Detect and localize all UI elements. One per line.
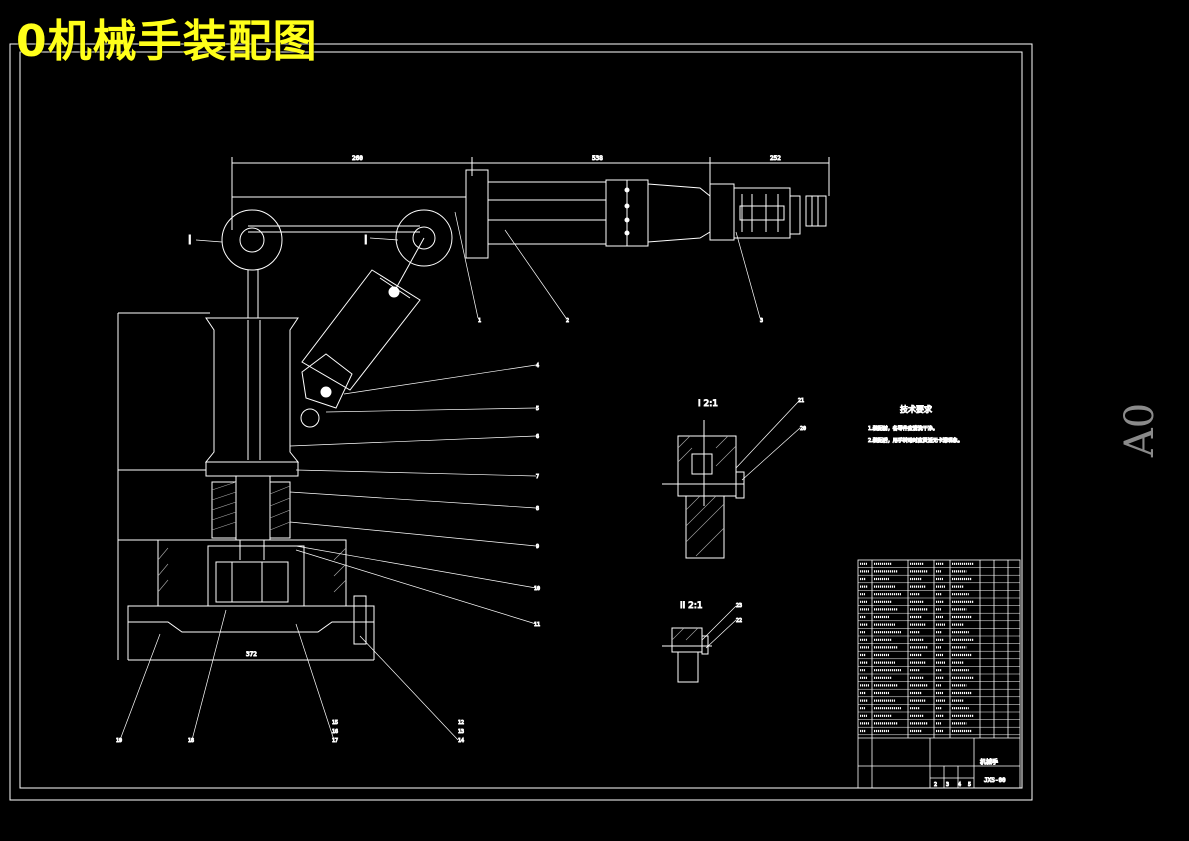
tech-req-line-1: 1.装配前，各零件应清洗干净。	[868, 425, 938, 432]
callout-13: 13	[458, 729, 464, 735]
title-block-name: 机械手	[980, 758, 998, 766]
view-marker-1: I	[188, 233, 192, 247]
outer-border	[9, 43, 1033, 801]
callout-3: 3	[760, 318, 763, 324]
title-block-code: JXS-00	[984, 777, 1006, 784]
scale-cell-4: 5	[968, 782, 971, 788]
callout-23: 23	[736, 603, 742, 609]
callout-6: 6	[536, 434, 539, 440]
callout-19: 19	[116, 738, 122, 744]
tech-req-line-2: 2.装配后，用手转动时应灵活无卡滞现象。	[868, 437, 963, 444]
scale-cell-3: 4	[958, 782, 961, 788]
callout-14: 14	[458, 738, 464, 744]
callout-12: 12	[458, 720, 464, 726]
dim-base-width: 372	[246, 651, 257, 658]
section-label-1: I 2:1	[698, 399, 718, 409]
callout-22: 22	[736, 618, 742, 624]
callout-7: 7	[536, 474, 539, 480]
section-label-2: II 2:1	[680, 601, 703, 611]
callout-17: 17	[332, 738, 338, 744]
tech-req-heading: 技术要求	[900, 404, 932, 414]
forearm-link	[300, 237, 425, 428]
right-callouts: 4 5 6 7 8 9 10 11	[534, 363, 541, 629]
hatching	[157, 481, 347, 593]
dim-arm-left: 260	[352, 155, 363, 162]
parts-rows	[858, 567, 1020, 736]
dim-arm-right: 252	[770, 155, 781, 162]
joint-left	[221, 209, 283, 271]
leader-lines	[119, 211, 801, 741]
callout-1: 1	[478, 318, 481, 324]
callout-5: 5	[536, 406, 539, 412]
sheet-size-label: A0	[1117, 402, 1163, 458]
parts-text	[860, 562, 974, 733]
callout-2: 2	[566, 318, 569, 324]
callout-8: 8	[536, 506, 539, 512]
title-block	[858, 737, 1020, 788]
inner-border	[19, 51, 1023, 789]
callout-11: 11	[534, 622, 540, 628]
callout-4: 4	[536, 363, 539, 369]
joint-right	[395, 209, 453, 267]
column-base	[117, 270, 375, 661]
callout-10: 10	[534, 586, 540, 592]
callout-20: 20	[800, 426, 806, 432]
view-marker-2: I	[364, 233, 368, 247]
section-view-1	[662, 420, 745, 559]
callout-9: 9	[536, 544, 539, 550]
callout-15: 15	[332, 720, 338, 726]
scale-cell-1: 2	[934, 782, 937, 788]
section-hatching	[671, 435, 737, 641]
section-view-2	[662, 627, 712, 683]
callout-16: 16	[332, 729, 338, 735]
callout-21: 21	[798, 398, 804, 404]
scale-cell-2: 3	[946, 782, 949, 788]
dim-arm-mid: 538	[592, 155, 603, 162]
callout-18: 18	[188, 738, 194, 744]
bottom-callouts: 12 13 14 15 16 17 18 19	[116, 720, 465, 745]
drawing-title: 0机械手装配图	[16, 16, 318, 67]
arm-assembly	[221, 157, 830, 271]
